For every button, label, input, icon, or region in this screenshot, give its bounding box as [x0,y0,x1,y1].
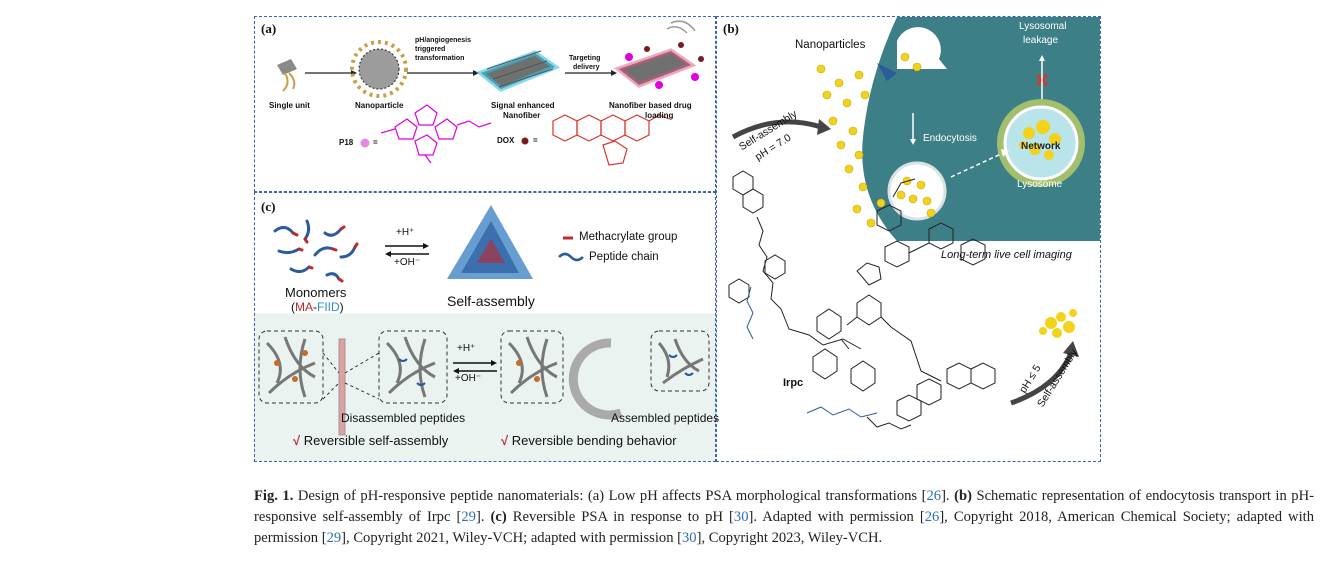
h-plus-bottom: +H⁺ [457,343,476,354]
aggregate-icon [1039,309,1077,338]
trigger-line-2: triggered [415,46,446,53]
panel-b: (b) [716,16,1101,462]
signal-nanofiber-line-1: Signal enhanced [491,101,555,110]
irpc-label: Irpc [783,377,804,389]
disassembled-label: Disassembled peptides [341,411,466,425]
assembled-network-zoom-right [650,330,710,392]
p18-marker [360,138,370,148]
signal-nanofiber-line-2: Nanofiber [503,111,541,120]
oh-minus-top: +OH⁻ [394,257,421,268]
lysosome-label: Lysosome [1017,179,1063,190]
self-assembly-icon [447,205,533,279]
lysosome [1003,105,1079,181]
peptide-chain-label: Peptide chain [589,251,659,263]
ma-fiid-label: (MA-FIID) [291,300,344,314]
blue-linkers [746,286,878,418]
citation-29[interactable]: 29 [461,509,476,525]
p18-label: P18 [339,138,354,147]
dox-label: DOX [497,136,515,145]
endocytic-vesicle [887,161,947,221]
trigger-line-1: pH/angiogenesis [415,37,472,44]
dox-marker [521,137,529,145]
panel-b-label: (b) [723,21,739,36]
panel-c-label: (c) [261,199,276,214]
assembled-network-zoom-left [500,330,564,404]
check-icon: √ [501,433,509,448]
network-label: Network [1021,141,1061,152]
self-assembly-arrow-top [731,119,822,140]
citation-26[interactable]: 26 [924,509,940,525]
straight-film [338,338,346,436]
single-unit-icon [277,59,297,92]
trigger-line-3: transformation [415,55,465,62]
check-icon: √ [293,433,301,448]
panel-c: (c) [254,192,720,462]
drug-loading-line-2: loading [645,111,674,120]
targeting-line-2: delivery [573,64,600,71]
entry-arrow [877,63,897,81]
panel-b-graphics [728,17,1100,430]
citation-29[interactable]: 29 [326,530,342,546]
nanoparticle-icon [350,40,408,98]
endocytosis-label: Endocytosis [923,133,977,144]
monomers-label: Monomers [285,285,347,300]
p18-structure [380,104,492,164]
citation-26[interactable]: 26 [926,488,942,504]
assembled-label: Assembled peptides [611,411,720,425]
p18-equals: = [373,138,378,147]
panel-a-graphics [277,20,704,166]
single-unit-label: Single unit [269,101,310,110]
network-cluster [1019,120,1061,160]
disassembled-network-zoom-right [378,330,448,404]
panel-a-label: (a) [261,21,277,36]
nanoparticle-label: Nanoparticle [355,101,404,110]
self-assembly-label: Self-assembly [447,293,535,309]
panel-a: (a) [254,16,716,192]
self-assembly-arrow-bottom [1010,352,1074,406]
monomers-icon [273,219,359,283]
peptide-chain-swatch [558,252,584,262]
oh-minus-bottom: +OH⁻ [455,373,482,384]
dox-structure [552,114,670,166]
drug-loading-line-1: Nanofiber based drug [609,101,692,110]
reversible-self-assembly-item: √ Reversible self-assembly [293,433,449,448]
dox-equals: = [533,136,538,145]
h-plus-top: +H⁺ [396,227,415,238]
nanofiber-icon [475,50,561,92]
panel-c-graphics [258,205,710,436]
citation-30[interactable]: 30 [682,530,697,546]
lysosomal-leakage-line-2: leakage [1023,35,1059,46]
figure-number: Fig. 1. [254,488,294,504]
figure-caption: Fig. 1. Design of pH-responsive peptide … [254,488,1314,546]
methacrylate-label: Methacrylate group [579,231,678,243]
reversible-bending-item: √ Reversible bending behavior [501,433,677,448]
disassembled-network-zoom-left [258,330,324,404]
lysosomal-leakage-line-1: Lysosomal [1019,21,1067,32]
drug-loaded-nanofiber-icon [613,20,704,89]
nanoparticles [816,52,936,228]
long-term-label: Long-term live cell imaging [941,249,1072,261]
citation-30[interactable]: 30 [733,509,749,525]
irpc-structure [728,170,996,430]
bent-film [568,338,623,420]
targeting-line-1: Targeting [569,55,601,62]
nanoparticles-label: Nanoparticles [795,39,866,51]
